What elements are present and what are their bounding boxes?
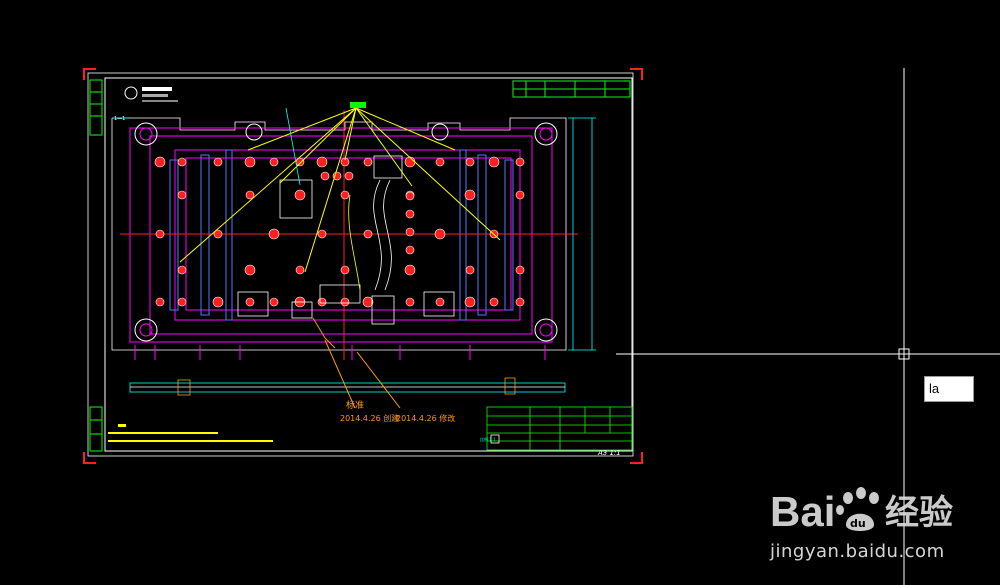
cooling-hole [340, 297, 350, 307]
cooling-hole [515, 157, 525, 167]
centerlines [120, 110, 578, 360]
cooling-hole [177, 190, 187, 200]
support-bars [169, 149, 514, 321]
cooling-hole [269, 157, 279, 167]
cooling-hole [434, 228, 446, 240]
watermark-logo: Bai du 经验 [770, 487, 953, 535]
watermark-url: jingyan.baidu.com [770, 541, 945, 562]
annotation-date-left: 标准 [346, 399, 364, 411]
cooling-hole [405, 227, 415, 237]
cooling-hole [213, 229, 223, 239]
cooling-hole [155, 229, 165, 239]
cooling-hole [320, 171, 330, 181]
company-logo [124, 86, 178, 102]
inserts [237, 155, 455, 325]
technical-notes [108, 424, 273, 442]
cavity-outline [129, 127, 553, 360]
crosshair-cursor-icon [616, 68, 1000, 585]
cooling-hole [295, 265, 305, 275]
cooling-hole [317, 229, 327, 239]
baidu-jingyan-watermark: Bai du 经验 jingyan.baidu.com [770, 480, 985, 570]
cooling-hole [344, 171, 354, 181]
cooling-hole [362, 296, 374, 308]
dimension-lines [114, 107, 596, 351]
cooling-hole [489, 297, 499, 307]
baidu-paw-icon: du [836, 487, 879, 531]
annotation-date-right-text: 2014.4.26 修改 [396, 413, 455, 423]
watermark-brand-cn: 经验 [885, 493, 953, 533]
cooling-hole [245, 190, 255, 200]
cooling-hole [245, 297, 255, 307]
cooling-hole [515, 265, 525, 275]
cooling-hole [404, 156, 416, 168]
cooling-hole [465, 157, 475, 167]
cooling-hole [405, 209, 415, 219]
cooling-hole [177, 157, 187, 167]
title-block [486, 406, 633, 451]
cooling-hole [177, 297, 187, 307]
annotation-sheet-scale: A3 1:1 [597, 449, 621, 457]
cooling-hole [405, 297, 415, 307]
cooling-hole [316, 156, 328, 168]
cooling-hole [435, 297, 445, 307]
command-input[interactable]: la [924, 376, 974, 402]
annotation-top-left: 1—1 [114, 116, 125, 122]
cooling-hole [154, 156, 166, 168]
cooling-hole [465, 265, 475, 275]
left-green-strips [89, 79, 103, 452]
cooling-hole [213, 157, 223, 167]
cooling-hole [515, 190, 525, 200]
cooling-hole [269, 297, 279, 307]
corner-bushings [134, 122, 558, 342]
cooling-hole [363, 157, 373, 167]
leader-tag [350, 102, 366, 108]
cooling-hole [317, 297, 327, 307]
cooling-hole [464, 189, 476, 201]
cooling-hole [155, 297, 165, 307]
cooling-hole [294, 189, 306, 201]
cooling-hole [488, 156, 500, 168]
top-right-table [512, 80, 631, 98]
watermark-brand-latin: Bai [770, 488, 835, 535]
cooling-hole [268, 228, 280, 240]
drawing-frame [87, 72, 634, 457]
leader-lines [179, 107, 501, 273]
slider-ladder [348, 179, 392, 291]
cooling-hole [405, 245, 415, 255]
cooling-hole [212, 296, 224, 308]
cooling-hole [404, 264, 416, 276]
cooling-hole [363, 229, 373, 239]
annotation-date-left-text: 2014.4.26 创建 [340, 413, 399, 423]
cooling-hole [177, 265, 187, 275]
annotation-scale: 比例 1:1 [480, 436, 496, 442]
svg-text:du: du [850, 517, 866, 530]
cooling-hole [405, 191, 415, 201]
cooling-hole [244, 264, 256, 276]
viewport-corner-marks [83, 68, 643, 464]
cooling-hole [515, 297, 525, 307]
cooling-hole [340, 190, 350, 200]
cooling-hole [244, 156, 256, 168]
cooling-hole [340, 265, 350, 275]
cooling-hole [464, 296, 476, 308]
cooling-hole [435, 157, 445, 167]
orange-leaders [312, 317, 401, 409]
